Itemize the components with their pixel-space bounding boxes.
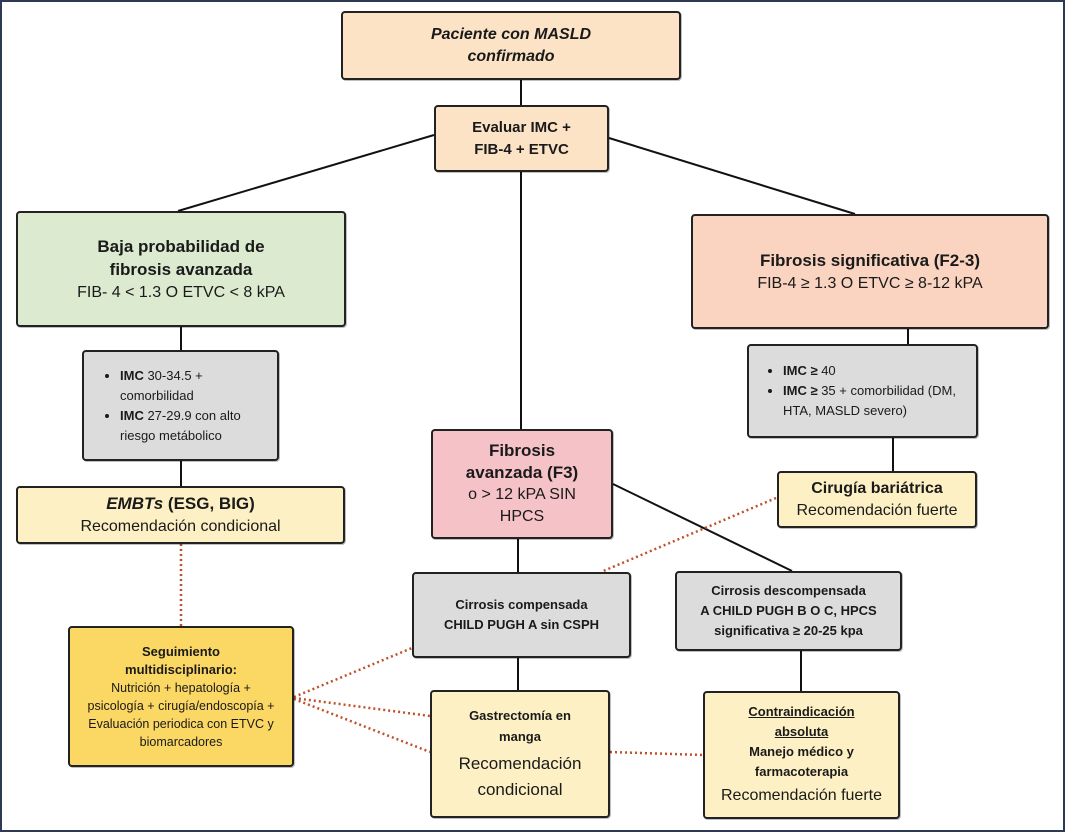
- dotted-sleeve-contra: [609, 750, 704, 757]
- node-absolute-contraindication: Contraindicación absoluta Manejo médico …: [703, 691, 900, 819]
- bmi-high-item: IMC ≥ 40: [783, 361, 976, 381]
- node-embt: EMBTs (ESG, BIG) Recomendación condicion…: [16, 486, 345, 544]
- node-evaluate-line-1: Evaluar IMC +: [472, 118, 571, 136]
- node-significant-fibrosis-criteria: FIB-4 ≥ 1.3 O ETVC ≥ 8-12 kPA: [757, 274, 983, 292]
- bmi-low-list: IMC 30-34.5 + comorbilidad IMC 27-29.9 c…: [98, 366, 277, 446]
- node-advanced-fibrosis-title-1: Fibrosis: [488, 441, 556, 460]
- dotted-bariatric-compensated: [600, 496, 777, 574]
- node-bariatric-title: Cirugía bariátrica: [811, 479, 943, 497]
- dotted-followup-compensated: [293, 646, 413, 699]
- bmi-low-item: IMC 30-34.5 + comorbilidad: [120, 366, 277, 406]
- node-evaluate: Evaluar IMC + FIB-4 + ETVC: [434, 105, 609, 172]
- node-advanced-fibrosis: Fibrosis avanzada (F3) o > 12 kPA SIN HP…: [431, 429, 613, 539]
- node-followup-body-3: Evaluación periodica con ETVC y: [88, 716, 274, 731]
- node-bmi-high-criteria: IMC ≥ 40 IMC ≥ 35 + comorbilidad (DM, HT…: [747, 344, 978, 438]
- node-sleeve-title-1: Gastrectomía en: [469, 708, 571, 723]
- node-followup-body-4: biomarcadores: [139, 734, 223, 749]
- node-contra-body-2: farmacoterapia: [754, 764, 849, 779]
- node-compensated-cirrhosis: Cirrosis compensada CHILD PUGH A sin CSP…: [412, 572, 631, 658]
- node-sleeve-title-2: manga: [499, 729, 541, 744]
- node-decompensated-line-2: A CHILD PUGH B O C, HPCS: [700, 603, 877, 618]
- node-sleeve-recommendation-1: Recomendación: [458, 754, 582, 773]
- node-sleeve-recommendation-2: condicional: [477, 780, 563, 799]
- node-decompensated-line-1: Cirrosis descompensada: [711, 583, 866, 598]
- node-followup-title-1: Seguimiento: [141, 643, 220, 659]
- node-patient-masld-line-1: Paciente con MASLD: [430, 25, 592, 43]
- node-followup-body-2: psicología + cirugía/endoscopía +: [87, 698, 275, 713]
- node-compensated-line-2: CHILD PUGH A sin CSPH: [443, 617, 600, 632]
- node-low-probability-title-2: fibrosis avanzada: [109, 259, 253, 279]
- node-advanced-fibrosis-title-2: avanzada (F3): [465, 463, 579, 482]
- node-low-probability-title-1: Baja probabilidad de: [97, 236, 265, 256]
- node-significant-fibrosis-title: Fibrosis significativa (F2-3): [759, 250, 981, 270]
- node-compensated-line-1: Cirrosis compensada: [455, 597, 588, 612]
- connector-advanced-decompensated: [612, 483, 793, 572]
- node-decompensated-cirrhosis: Cirrosis descompensada A CHILD PUGH B O …: [675, 571, 902, 651]
- node-low-probability: Baja probabilidad de fibrosis avanzada F…: [16, 211, 346, 327]
- node-evaluate-line-2: FIB-4 + ETVC: [474, 140, 569, 158]
- node-decompensated-line-3: significativa ≥ 20-25 kpa: [714, 623, 863, 638]
- node-contra-body-1: Manejo médico y: [749, 744, 854, 759]
- node-bmi-low-criteria: IMC 30-34.5 + comorbilidad IMC 27-29.9 c…: [82, 350, 279, 461]
- node-significant-fibrosis: Fibrosis significativa (F2-3) FIB-4 ≥ 1.…: [691, 214, 1049, 329]
- node-patient-masld-line-2: confirmado: [467, 47, 555, 65]
- node-contra-title-2: absoluta: [774, 724, 829, 739]
- bmi-high-list: IMC ≥ 40 IMC ≥ 35 + comorbilidad (DM, HT…: [761, 361, 976, 421]
- dotted-followup-sleeve-2: [293, 697, 431, 754]
- node-contra-recommendation: Recomendación fuerte: [721, 787, 882, 804]
- node-embt-recommendation: Recomendación condicional: [80, 518, 281, 535]
- node-advanced-fibrosis-criteria-2: HPCS: [499, 508, 545, 525]
- bmi-low-item: IMC 27-29.9 con alto riesgo metábolico: [120, 406, 277, 446]
- node-contra-title-1: Contraindicación: [748, 704, 855, 719]
- connector-evaluate-significant: [608, 137, 856, 215]
- node-sleeve-gastrectomy: Gastrectomía en manga Recomendación cond…: [430, 690, 610, 818]
- node-bariatric-surgery: Cirugía bariátrica Recomendación fuerte: [777, 471, 977, 528]
- node-followup-title-2: multidisciplinario:: [125, 661, 237, 677]
- node-followup-body-1: Nutrición + hepatología +: [111, 680, 251, 695]
- node-patient-masld: Paciente con MASLD confirmado: [341, 11, 681, 80]
- node-advanced-fibrosis-criteria-1: o > 12 kPA SIN: [468, 486, 576, 503]
- node-embt-title: EMBTs (ESG, BIG): [106, 494, 255, 513]
- node-bariatric-recommendation: Recomendación fuerte: [796, 501, 958, 519]
- node-multidisciplinary-followup: Seguimiento multidisciplinario: Nutrició…: [68, 626, 294, 767]
- connector-evaluate-low: [177, 134, 435, 212]
- node-low-probability-criteria: FIB- 4 < 1.3 O ETVC < 8 kPA: [77, 283, 285, 301]
- bmi-high-item: IMC ≥ 35 + comorbilidad (DM, HTA, MASLD …: [783, 381, 976, 421]
